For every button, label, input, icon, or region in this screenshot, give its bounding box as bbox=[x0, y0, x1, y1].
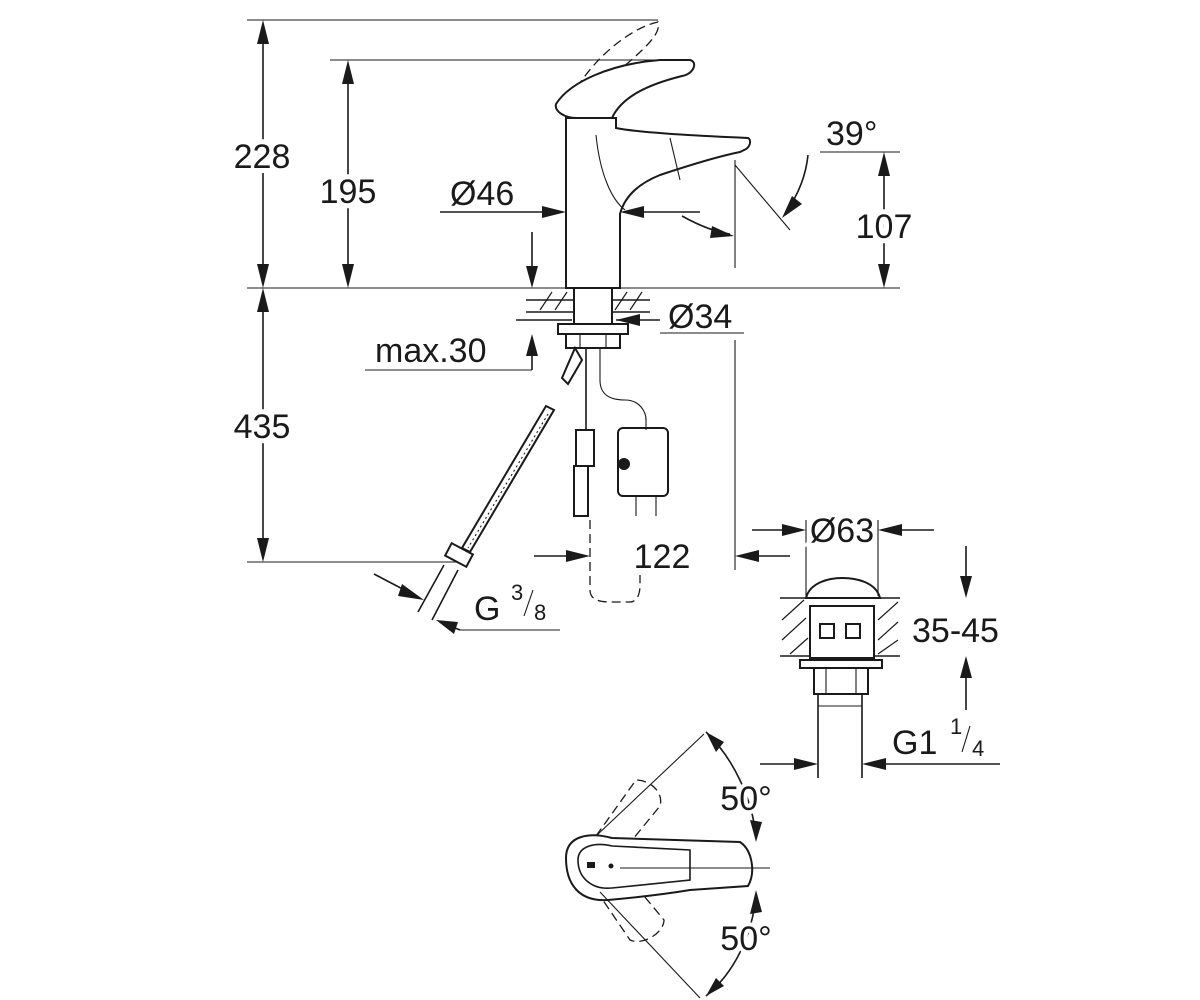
dimension-label-107: 107 bbox=[856, 208, 913, 246]
dimension-195: 195 bbox=[315, 60, 381, 288]
dimension-max30: max.30 bbox=[365, 232, 538, 371]
cartridge-box bbox=[617, 427, 669, 497]
dimension-angle-39: 39° bbox=[734, 115, 877, 231]
fraction-numerator-3: 3 bbox=[511, 580, 523, 605]
fraction-numerator-1: 1 bbox=[950, 714, 962, 739]
lever-rotated-up bbox=[595, 779, 662, 851]
dimension-label-35-45: 35-45 bbox=[912, 612, 999, 650]
rotation-label-lower: 50° bbox=[720, 920, 771, 958]
dimension-label-d34: Ø34 bbox=[668, 298, 732, 336]
dimension-label-39: 39° bbox=[826, 115, 877, 153]
lever bbox=[554, 59, 696, 119]
dimension-label-d46: Ø46 bbox=[450, 175, 514, 213]
countertop-section bbox=[526, 287, 650, 349]
dimension-d46: Ø46 bbox=[440, 175, 734, 238]
waste-cap bbox=[804, 576, 882, 599]
dimension-122: 122 bbox=[534, 538, 790, 576]
dimension-d63: Ø63 bbox=[752, 508, 934, 596]
faucet-side-view bbox=[554, 21, 752, 289]
dimension-label-122: 122 bbox=[634, 538, 691, 576]
dimension-g1-14: G1 1 4 bbox=[760, 714, 1000, 770]
rotation-label-upper: 50° bbox=[720, 780, 771, 818]
lever-top-view: 50° 50° bbox=[564, 731, 776, 999]
dimension-35-45: 35-45 bbox=[912, 546, 999, 710]
dimension-107: 107 bbox=[851, 152, 917, 288]
fraction-denominator-8: 8 bbox=[534, 600, 546, 625]
dimension-label-d63: Ø63 bbox=[810, 512, 874, 550]
fraction-denominator-4: 4 bbox=[972, 736, 984, 761]
supply-hoses bbox=[417, 345, 669, 621]
dimension-label-g1: G1 bbox=[892, 724, 937, 762]
waste-valve bbox=[780, 576, 900, 778]
faucet-body bbox=[565, 117, 752, 289]
dimension-label-g: G bbox=[474, 590, 500, 628]
dimension-435: 435 bbox=[229, 288, 295, 562]
dimension-g38: G 3 8 bbox=[373, 573, 560, 634]
mounting-nut bbox=[557, 323, 629, 335]
dimension-d34: Ø34 bbox=[516, 298, 744, 336]
dimension-label-195: 195 bbox=[320, 173, 377, 211]
dimension-228: 228 bbox=[229, 20, 295, 288]
lever-rotated-down bbox=[595, 871, 665, 943]
dimension-label-max30: max.30 bbox=[375, 332, 487, 370]
dimension-label-435: 435 bbox=[234, 408, 291, 446]
shank bbox=[573, 287, 613, 325]
dimension-label-228: 228 bbox=[234, 138, 291, 176]
